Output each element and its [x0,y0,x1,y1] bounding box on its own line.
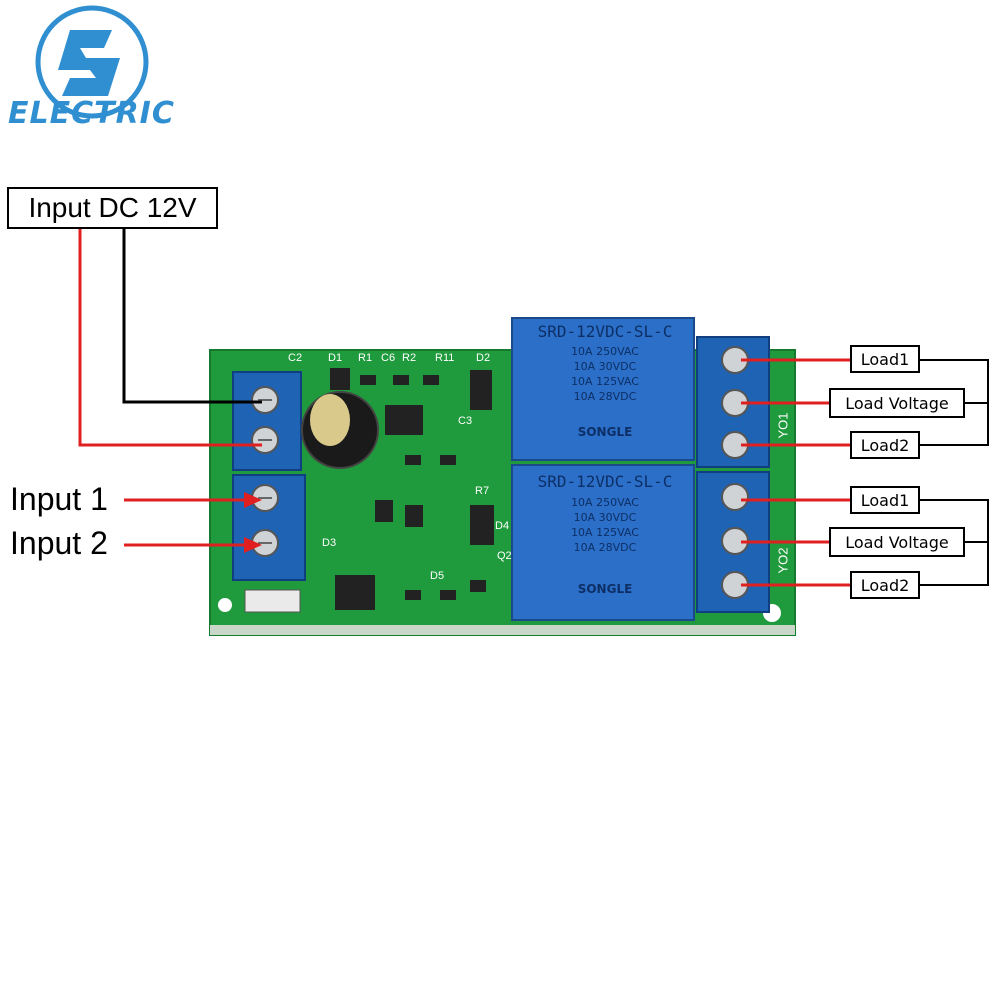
relay-2-model: SRD-12VDC-SL-C [537,472,673,491]
relay-1-brand: SONGLE [577,425,633,439]
silk-r1: R1 [358,352,373,364]
power-input-label: Input DC 12V [7,187,218,229]
input-2-label: Input 2 [10,525,108,561]
silk-d3: D3 [322,537,337,549]
input-1-label: Input 1 [10,481,108,517]
ch1-load1-label: Load1 [850,345,920,373]
silk-c2: C2 [288,352,303,364]
relay-1-rating-4: 10A 28VDC [573,390,637,403]
negative-wire [122,228,262,404]
ch2-load1-label: Load1 [850,486,920,514]
silk-d1: D1 [328,352,343,364]
ch2-load2-label: Load2 [850,571,920,599]
input-2-arrowhead [244,537,262,553]
relay-2-rating-4: 10A 28VDC [573,541,637,554]
relay-1-model: SRD-12VDC-SL-C [537,322,673,341]
silk-r7: R7 [475,485,490,497]
silk-d2: D2 [476,352,491,364]
silk-r11: R11 [435,352,455,364]
relay-1-rating: 10A 250VAC [571,345,639,358]
channel-2-board-label: YO2 [775,547,791,574]
positive-wire [78,228,262,447]
channel-1-board-label: YO1 [775,412,791,439]
silk-c3: C3 [458,415,473,427]
silk-c6: C6 [381,352,396,364]
relay-2-rating-2: 10A 30VDC [573,511,637,524]
relay-2-rating: 10A 250VAC [571,496,639,509]
silk-d4: D4 [495,520,510,532]
relay-1-rating-3: 10A 125VAC [571,375,639,388]
silk-r2: R2 [402,352,417,364]
ch2-load-voltage-label: Load Voltage [829,527,965,557]
jumper-header [244,589,301,613]
ch1-load-voltage-label: Load Voltage [829,388,965,418]
relay-2 [511,464,695,621]
relay-2-rating-3: 10A 125VAC [571,526,639,539]
relay-1 [511,317,695,461]
silk-q2: Q2 [497,550,512,562]
relay-1-rating-2: 10A 30VDC [573,360,637,373]
ch1-load2-label: Load2 [850,431,920,459]
relay-2-brand: SONGLE [577,582,633,596]
logo-brand-text: ELECTRIC [8,96,175,131]
logo-icon [35,5,149,119]
silk-d5: D5 [430,570,445,582]
input-1-arrowhead [244,492,262,508]
